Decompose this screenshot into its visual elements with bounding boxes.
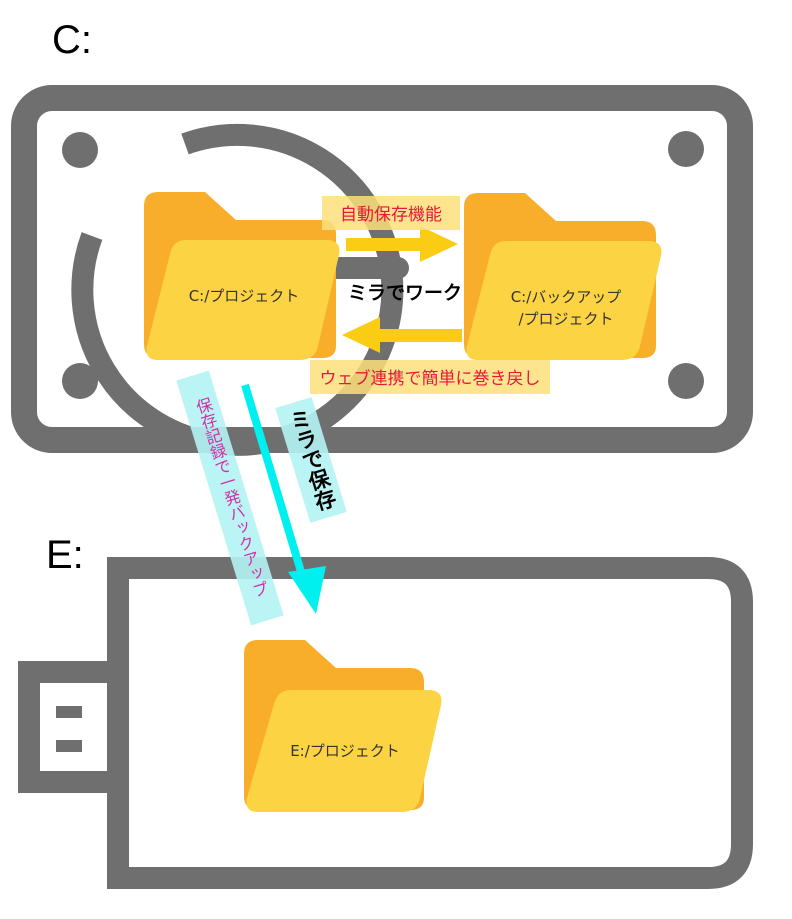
folder-front bbox=[466, 241, 662, 360]
folder-label-e-project: E:/プロジェクト bbox=[290, 742, 400, 760]
folder-label-c-backup-line1: C:/バックアップ bbox=[511, 288, 622, 306]
platter-arc bbox=[71, 123, 404, 456]
usb-contact-icon bbox=[56, 740, 82, 752]
mirror-work-label: ミラでワーク bbox=[348, 282, 462, 304]
drive-e-label: E: bbox=[46, 533, 84, 577]
screw-icon bbox=[668, 363, 704, 399]
drive-c-label: C: bbox=[52, 18, 92, 62]
mirror-save-arrow bbox=[241, 383, 326, 614]
record-backup-label-bg bbox=[176, 370, 284, 626]
folder-front bbox=[246, 690, 442, 812]
screw-icon bbox=[62, 132, 98, 168]
usb-connector bbox=[18, 661, 118, 793]
usb-contact-icon bbox=[56, 706, 82, 718]
folder-front bbox=[146, 240, 340, 360]
arrow-head-right-icon bbox=[420, 226, 458, 262]
web-restore-label-bg bbox=[310, 360, 550, 394]
folder-c-project[interactable]: C:/プロジェクト bbox=[144, 192, 340, 360]
arrow-head-down-icon bbox=[288, 566, 326, 614]
screw-icon bbox=[668, 131, 704, 167]
auto-save-label-bg bbox=[322, 196, 460, 230]
web-restore-label: ウェブ連携で簡単に巻き戻し bbox=[320, 368, 541, 389]
folder-label-c-project: C:/プロジェクト bbox=[189, 287, 300, 305]
mirror-save-label-bg bbox=[275, 397, 347, 523]
screw-icon bbox=[62, 363, 98, 399]
auto-save-arrow bbox=[346, 226, 458, 262]
folder-e-project[interactable]: E:/プロジェクト bbox=[244, 640, 442, 812]
arrow-head-left-icon bbox=[342, 317, 380, 353]
auto-save-label: 自動保存機能 bbox=[340, 205, 442, 225]
folder-label-c-backup-line2: /プロジェクト bbox=[518, 310, 613, 328]
folder-c-backup[interactable]: C:/バックアップ /プロジェクト bbox=[464, 193, 662, 360]
restore-arrow bbox=[342, 317, 462, 353]
